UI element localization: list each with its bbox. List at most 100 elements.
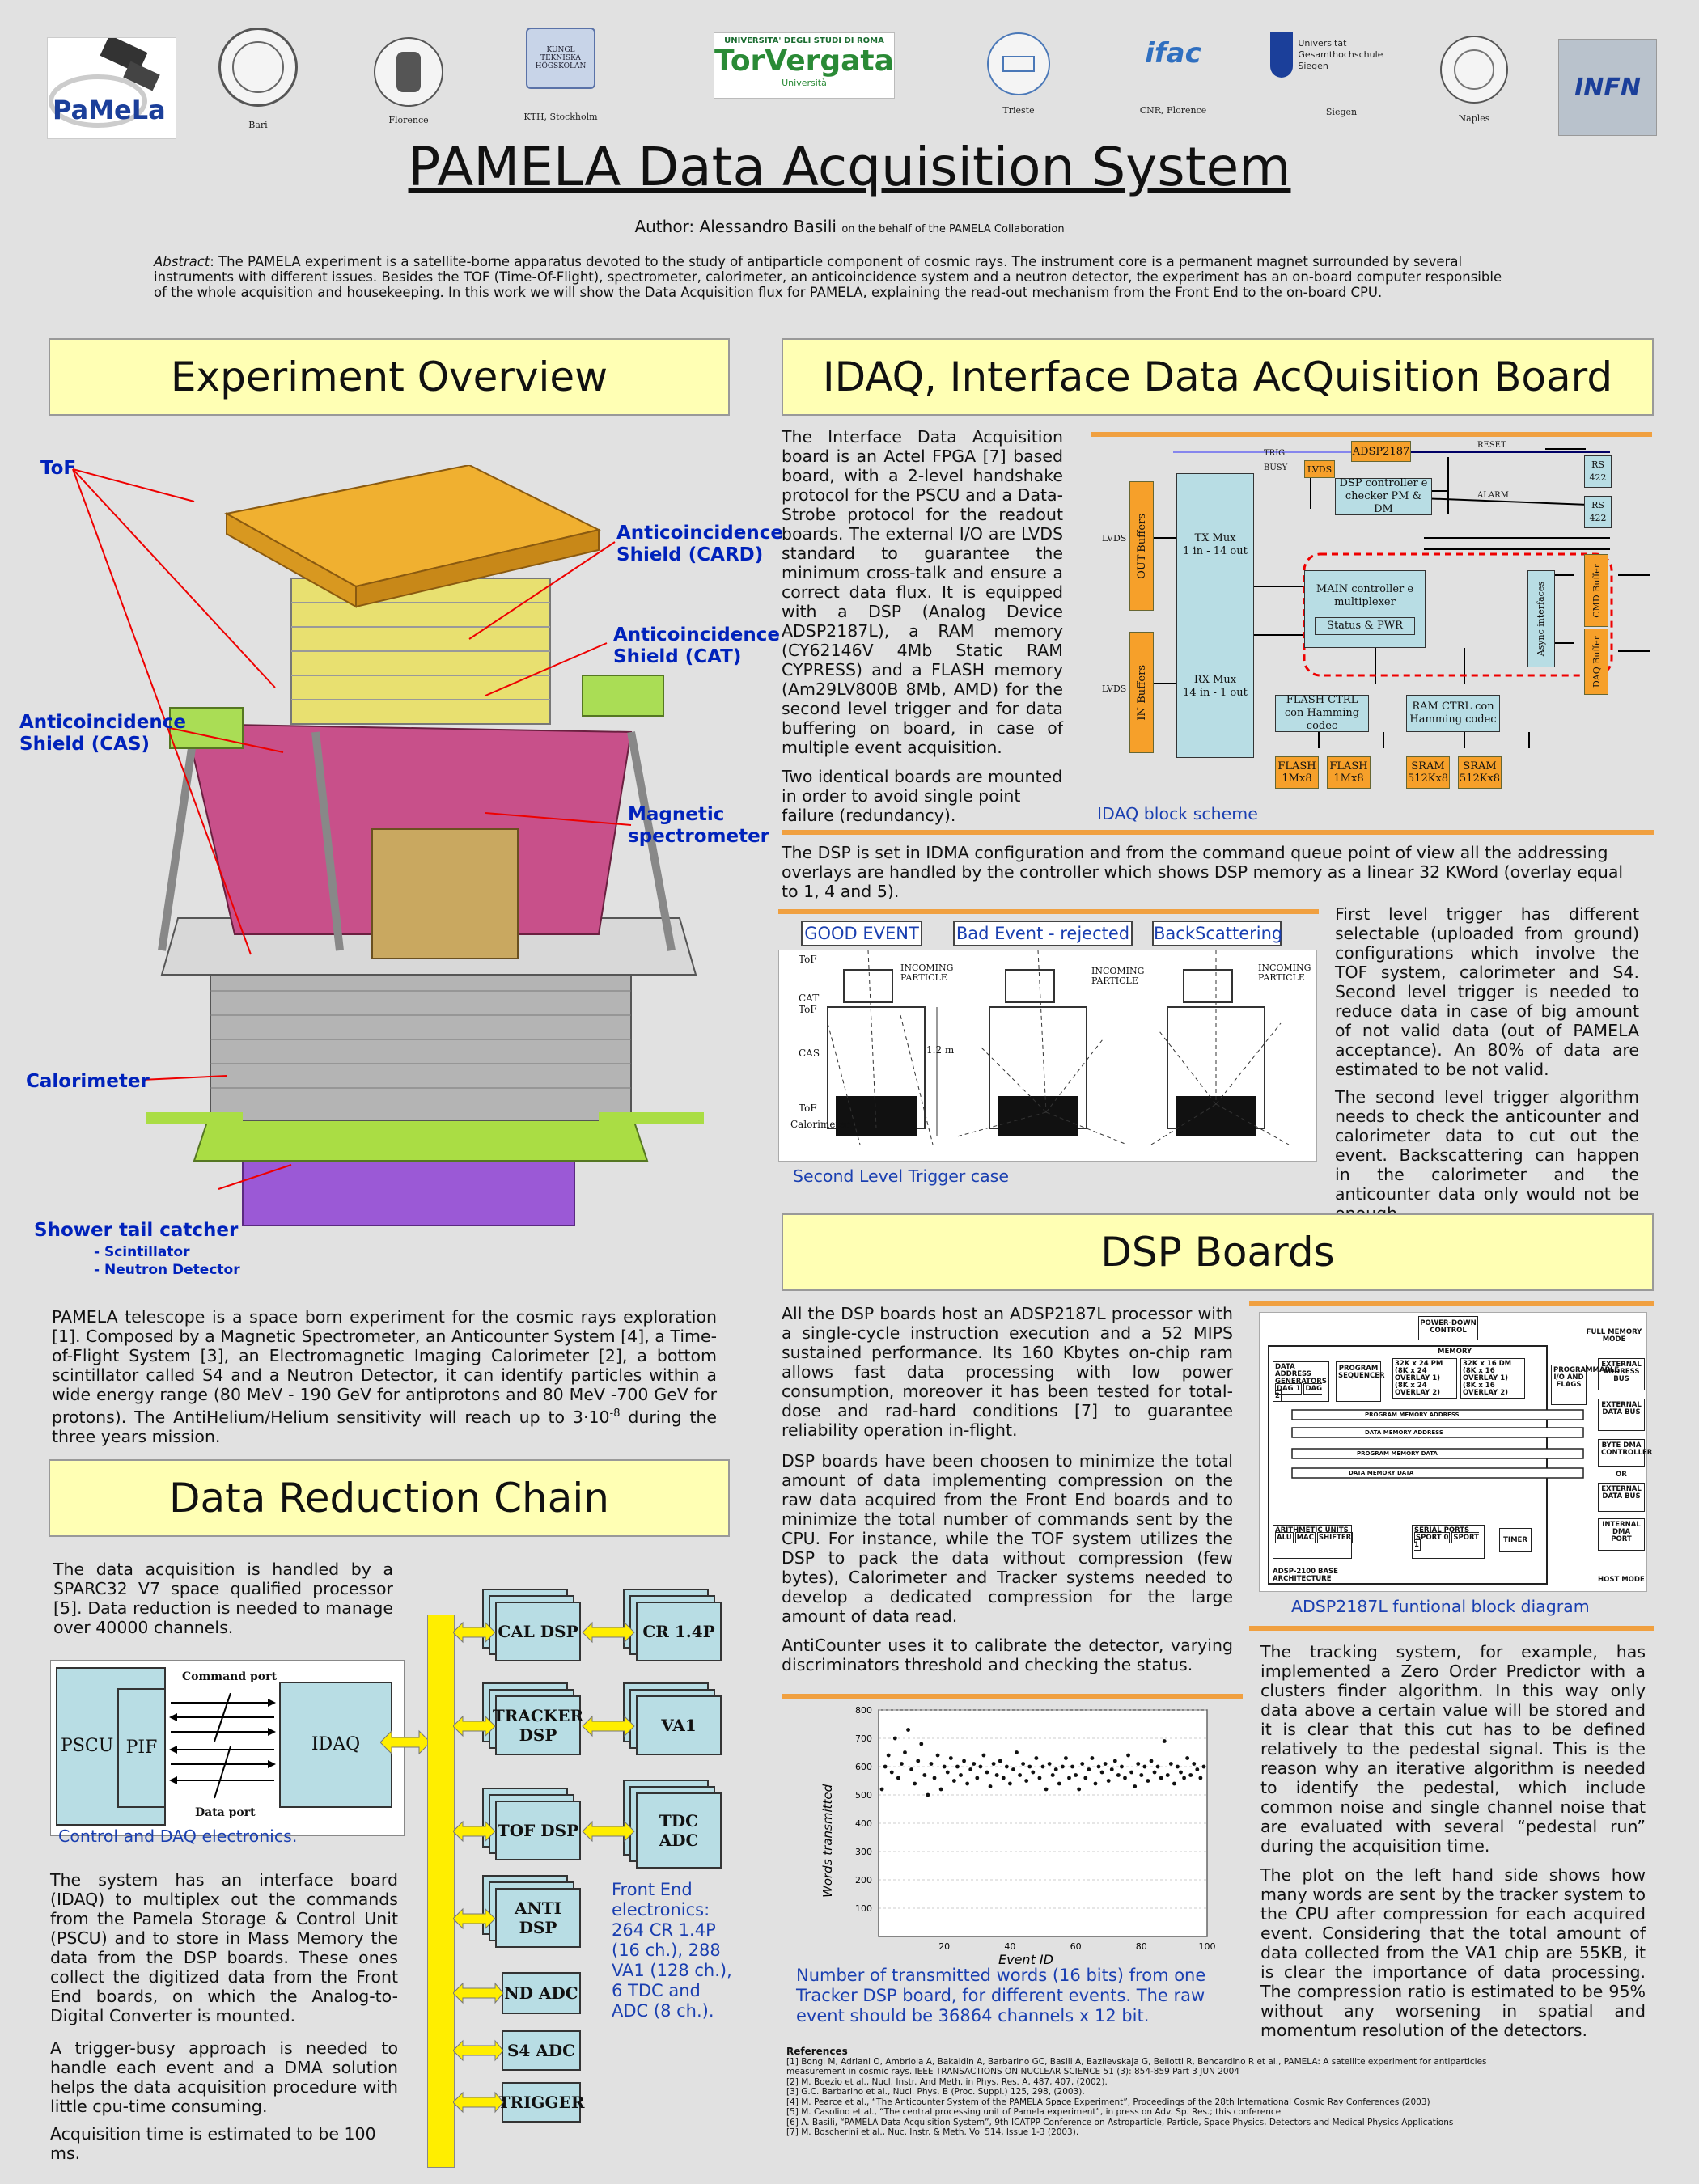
plot-point — [1031, 1770, 1036, 1775]
plot-point — [1155, 1764, 1160, 1769]
plot-point — [951, 1779, 956, 1783]
bari-seal-icon — [218, 28, 298, 107]
flash-block-1: FLASH 1Mx8 — [1275, 756, 1319, 789]
async-block: Async interfaces — [1527, 570, 1555, 667]
siegen-label: Siegen — [1325, 107, 1358, 117]
tof-dsp-box: TOF DSP — [495, 1801, 581, 1860]
tag-good-event: GOOD EVENT — [801, 921, 922, 946]
plot-point — [988, 1784, 993, 1788]
plot-point — [1077, 1787, 1082, 1792]
dsp-text-3: AntiCounter uses it to calibrate the det… — [782, 1636, 1233, 1674]
plot-point — [900, 1762, 904, 1766]
adsp-block-diagram: POWER-DOWN CONTROL MEMORY FULL MEMORY MO… — [1259, 1312, 1652, 1592]
tdc-adc-box: TDC ADC — [636, 1792, 722, 1869]
adsp-ext-data-2: EXTERNAL DATA BUS — [1598, 1483, 1645, 1512]
va1-box: VA1 — [636, 1695, 722, 1755]
plot-point — [886, 1753, 891, 1758]
infn-logo: INFN — [1558, 39, 1657, 136]
status-pwr-label: Status & PWR — [1315, 617, 1415, 635]
idaq-text-1: The Interface Data Acquisition board is … — [782, 427, 1063, 757]
plot-point — [1185, 1756, 1190, 1760]
reference-5: [5] M. Casolino et al., “The central pro… — [786, 2107, 1282, 2117]
adsp-arith-label: ARITHMETIC UNITS — [1275, 1526, 1349, 1534]
idaq-block-caption: IDAQ block scheme — [1097, 804, 1258, 823]
plot-point — [1116, 1773, 1121, 1777]
cnr-label: CNR, Florence — [1139, 105, 1207, 116]
dsp-text-5: The plot on the left hand side shows how… — [1260, 1865, 1646, 2040]
adsp-pm: 32K x 24 PM (8K x 24 OVERLAY 1) (8K x 24… — [1392, 1358, 1457, 1399]
adsp-dag1: DAG 1 — [1275, 1383, 1303, 1395]
plot-xtick-label: 40 — [1004, 1941, 1015, 1952]
rs422-bottom: RS 422 — [1584, 496, 1612, 528]
plot-ytick-label: 100 — [855, 1903, 872, 1914]
tovergata-top: UNIVERSITA' DEGLI STUDI DI ROMA — [724, 36, 884, 45]
adsp-idma: INTERNAL DMA PORT — [1598, 1518, 1645, 1551]
adsp-sport0: SPORT 0 — [1414, 1532, 1451, 1543]
plot-ytick-label: 400 — [855, 1818, 872, 1829]
plot-point — [919, 1742, 924, 1746]
naples-logo: Naples — [1435, 36, 1513, 124]
plot-point — [1083, 1776, 1088, 1780]
plot-point — [1192, 1762, 1197, 1766]
nd-adc-box: ND ADC — [502, 1972, 581, 2014]
plot-point — [926, 1792, 930, 1797]
plot-point — [1044, 1787, 1049, 1792]
siegen-logo: Universität Gesamthochschule Siegen Sieg… — [1270, 32, 1413, 117]
plot-xtick-label: 60 — [1070, 1941, 1082, 1952]
plot-ylabel: Words transmitted — [820, 1784, 835, 1898]
plot-point — [1126, 1753, 1130, 1758]
plot-point — [1015, 1750, 1019, 1754]
overview-text-exp: -8 — [609, 1407, 621, 1420]
pamela-logo: PaMeLa — [47, 35, 176, 139]
trieste-logo: Trieste — [982, 32, 1055, 116]
plot-point — [1106, 1779, 1111, 1783]
idaq-to-bus-arrow — [379, 1728, 431, 1757]
plot-point — [913, 1781, 917, 1786]
adsp-buses — [1291, 1409, 1584, 1479]
plot-point — [1067, 1776, 1071, 1780]
adsp-pdc: POWER-DOWN CONTROL — [1418, 1316, 1478, 1340]
label-cat: Anticoincidence Shield (CAT) — [613, 624, 780, 667]
lvds-out-label: LVDS — [1102, 533, 1127, 544]
lvds-block: LVDS — [1304, 460, 1335, 478]
tx-mux-label: TX Mux — [1194, 531, 1236, 544]
plot-point — [1165, 1773, 1170, 1777]
adsp-memory-label: MEMORY — [1438, 1348, 1472, 1356]
plot-point — [1080, 1762, 1085, 1766]
plot-point — [1136, 1762, 1141, 1766]
command-port-label: Command port — [182, 1670, 277, 1683]
reference-2: [2] M. Boezio et al., Nucl. Instr. And M… — [786, 2076, 1108, 2087]
plot-ytick-label: 800 — [855, 1705, 872, 1716]
plot-point — [1047, 1762, 1052, 1766]
reference-3: [3] G.C. Barbarino et al., Nucl. Phys. B… — [786, 2087, 1085, 2097]
plot-point — [994, 1773, 999, 1777]
plot-ytick-label: 600 — [855, 1762, 872, 1772]
label-card: Anticoincidence Shield (CARD) — [616, 523, 783, 565]
plot-point — [959, 1773, 963, 1777]
plot-point — [1093, 1781, 1098, 1786]
pamela-logo-text: PaMeLa — [53, 95, 166, 125]
reduction-text-1: The data acquisition is handled by a SPA… — [53, 1560, 393, 1637]
rs422-top: RS 422 — [1584, 455, 1612, 488]
kth-seal-text: KUNGL TEKNISKA HÖGSKOLAN — [535, 46, 587, 70]
plot-point — [1004, 1764, 1009, 1769]
plot-point — [1176, 1764, 1180, 1769]
plot-point — [1120, 1764, 1124, 1769]
plot-ytick-label: 500 — [855, 1790, 872, 1801]
reduction-text-2: The system has an interface board (IDAQ)… — [50, 1870, 398, 2025]
trig-incoming-3: INCOMING PARTICLE — [1258, 963, 1311, 983]
dsp-controller-block: DSP controller e checker PM & DM — [1335, 477, 1432, 515]
trieste-label: Trieste — [1002, 105, 1035, 116]
plot-point — [965, 1781, 970, 1786]
plot-point — [1060, 1764, 1065, 1769]
plot-point — [1096, 1764, 1101, 1769]
plot-point — [1109, 1767, 1114, 1771]
plot-point — [903, 1750, 907, 1754]
adsp-byte: BYTE DMA CONTROLLER — [1598, 1439, 1652, 1467]
label-calorimeter: Calorimeter — [26, 1071, 150, 1092]
pif-box: PIF — [117, 1688, 166, 1808]
sram-block-1: SRAM 512Kx8 — [1406, 756, 1450, 789]
overview-text: PAMELA telescope is a space born experim… — [52, 1307, 717, 1446]
infn-mark: INFN — [1574, 73, 1641, 102]
plot-point — [955, 1764, 960, 1769]
